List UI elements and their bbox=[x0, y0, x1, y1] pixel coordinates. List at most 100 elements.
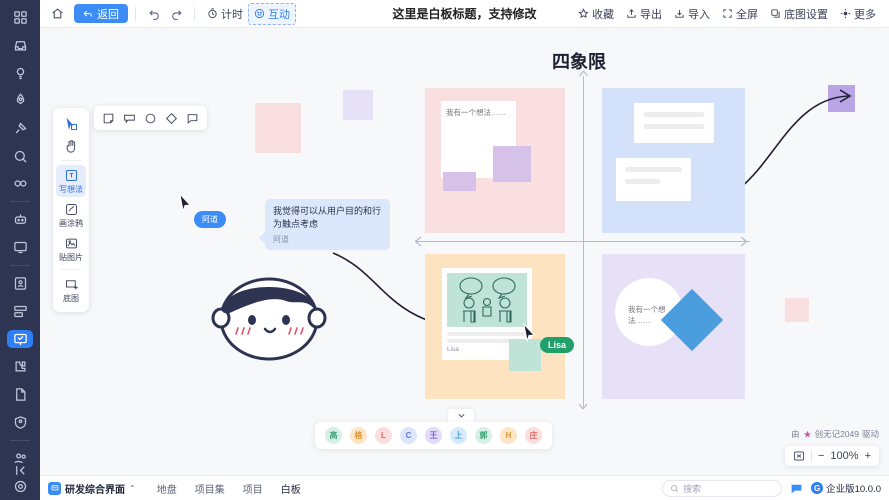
content-card-1[interactable] bbox=[634, 103, 714, 143]
redo-icon[interactable] bbox=[165, 7, 187, 20]
idea-tool[interactable]: 写想法 bbox=[56, 165, 86, 197]
tab-diqu[interactable]: 地盘 bbox=[156, 484, 177, 496]
rail-divider-3 bbox=[10, 439, 30, 441]
image-tool-label: 贴图片 bbox=[59, 253, 83, 262]
fit-screen-icon[interactable] bbox=[793, 450, 805, 462]
pink-square-floating[interactable] bbox=[785, 298, 809, 322]
diamond-icon[interactable] bbox=[165, 112, 178, 125]
axis-arrow-down-icon bbox=[576, 400, 590, 410]
quadrant-bottom-right[interactable]: 我有一个想法…… bbox=[602, 254, 745, 399]
pink-square-1[interactable] bbox=[255, 103, 301, 153]
rail-item-robot-icon[interactable] bbox=[7, 211, 33, 229]
content-card-2[interactable] bbox=[616, 158, 691, 201]
avatar[interactable]: 郭 bbox=[475, 427, 492, 444]
rect-icon[interactable] bbox=[123, 112, 136, 125]
rail-item-team-icon[interactable] bbox=[7, 450, 33, 468]
rail-divider bbox=[10, 201, 30, 203]
placeholder-line bbox=[447, 339, 525, 343]
rail-item-shield-icon[interactable] bbox=[7, 413, 33, 431]
placeholder-line bbox=[644, 112, 704, 117]
face-doodle[interactable] bbox=[208, 271, 330, 363]
purple-block-1[interactable] bbox=[493, 146, 531, 182]
search-input[interactable]: 搜索 bbox=[662, 479, 783, 497]
chat-icon[interactable] bbox=[789, 482, 804, 495]
avatar[interactable]: L bbox=[375, 427, 392, 444]
favorite-label: 收藏 bbox=[592, 8, 614, 21]
rail-item-pin-icon[interactable] bbox=[7, 120, 33, 138]
more-button[interactable]: 更多 bbox=[835, 4, 881, 24]
participants-collapse-toggle[interactable] bbox=[448, 409, 474, 422]
favorite-button[interactable]: 收藏 bbox=[573, 4, 619, 24]
export-button[interactable]: 导出 bbox=[621, 4, 667, 24]
tab-whiteboard[interactable]: 白板 bbox=[280, 484, 301, 496]
chevron-up-icon[interactable]: ⌃ bbox=[129, 483, 136, 493]
idea-tool-label: 写想法 bbox=[59, 185, 83, 194]
author-pill: 阿道 bbox=[194, 211, 226, 228]
app-switcher[interactable]: 研发综合界面 ⌃ bbox=[48, 481, 136, 496]
rail-item-document-icon[interactable] bbox=[7, 386, 33, 404]
rail-item-search-icon[interactable] bbox=[7, 147, 33, 165]
purple-square-1[interactable] bbox=[343, 90, 373, 120]
pointer-cursor-1 bbox=[178, 192, 193, 217]
background-settings-button[interactable]: 底图设置 bbox=[765, 4, 833, 24]
sticky-note-text: 我有一个想法…… bbox=[446, 108, 506, 117]
circle-sticky[interactable]: 我有一个想法…… bbox=[615, 278, 683, 346]
zoom-out-button[interactable]: − bbox=[817, 450, 825, 462]
placeholder-line bbox=[644, 124, 704, 129]
whiteboard-canvas[interactable]: 四象限 我有一个想法…… bbox=[40, 28, 889, 475]
rail-item-list-icon[interactable] bbox=[7, 303, 33, 321]
import-button[interactable]: 导入 bbox=[669, 4, 715, 24]
speech-icon[interactable] bbox=[186, 112, 199, 125]
fullscreen-button[interactable]: 全屏 bbox=[717, 4, 763, 24]
select-tool[interactable] bbox=[56, 114, 86, 134]
hand-tool[interactable] bbox=[56, 136, 86, 156]
rail-item-monitor-icon[interactable] bbox=[7, 239, 33, 257]
rail-item-infinity-icon[interactable] bbox=[7, 175, 33, 193]
powered-suffix: 驱动 bbox=[861, 429, 879, 439]
note-icon[interactable] bbox=[102, 112, 115, 125]
circle-sticky-text: 我有一个想法…… bbox=[628, 305, 666, 325]
rail-item-apps-icon[interactable] bbox=[7, 9, 33, 27]
rail-item-idea-icon[interactable] bbox=[7, 64, 33, 82]
avatar[interactable]: H bbox=[500, 427, 517, 444]
app-rail bbox=[0, 0, 40, 500]
quadrant-top-left[interactable]: 我有一个想法…… bbox=[425, 88, 565, 233]
rail-item-contact-icon[interactable] bbox=[7, 275, 33, 293]
brand-logo: G bbox=[811, 482, 824, 494]
tab-projects-set[interactable]: 项目集 bbox=[194, 484, 225, 496]
star-icon bbox=[578, 8, 589, 19]
interact-button[interactable]: 互动 bbox=[248, 2, 296, 25]
avatar[interactable]: 格 bbox=[350, 427, 367, 444]
timer-button[interactable]: 计时 bbox=[202, 4, 248, 24]
rail-item-whiteboard-icon[interactable] bbox=[7, 330, 33, 349]
teal-square[interactable] bbox=[509, 339, 541, 371]
back-button-label: 返回 bbox=[97, 8, 119, 21]
home-icon[interactable] bbox=[40, 7, 74, 20]
rail-item-settings-icon[interactable] bbox=[7, 477, 33, 495]
quadrant-title: 四象限 bbox=[552, 52, 606, 72]
tab-project[interactable]: 项目 bbox=[242, 484, 263, 496]
avatar[interactable]: C bbox=[400, 427, 417, 444]
circle-icon[interactable] bbox=[144, 112, 157, 125]
people-illustration bbox=[447, 273, 527, 327]
avatar[interactable]: 高 bbox=[325, 427, 342, 444]
rail-item-rocket-icon[interactable] bbox=[7, 92, 33, 110]
rail-item-collapse-icon[interactable] bbox=[7, 457, 33, 483]
avatar[interactable]: 上 bbox=[450, 427, 467, 444]
back-button[interactable]: 返回 bbox=[74, 4, 128, 23]
avatar[interactable]: 庄 bbox=[525, 427, 542, 444]
comment-bubble[interactable]: 我觉得可以从用户目的和行为触点考虑 阿道 bbox=[259, 199, 390, 251]
bottom-bar-right: 搜索 G 企业版10.0.0 bbox=[662, 479, 881, 497]
palette-divider-1 bbox=[61, 160, 81, 161]
background-tool[interactable]: 底图 bbox=[56, 274, 86, 306]
rail-item-inbox-icon[interactable] bbox=[7, 37, 33, 55]
quadrant-top-right[interactable] bbox=[602, 88, 745, 233]
doodle-tool[interactable]: 画涂鸦 bbox=[56, 199, 86, 231]
image-tool[interactable]: 贴图片 bbox=[56, 233, 86, 265]
quadrant-bottom-left[interactable]: Lisa bbox=[425, 254, 565, 399]
purple-block-2[interactable] bbox=[443, 172, 476, 191]
rail-item-puzzle-icon[interactable] bbox=[7, 358, 33, 376]
avatar[interactable]: 王 bbox=[425, 427, 442, 444]
undo-icon[interactable] bbox=[143, 7, 165, 20]
zoom-in-button[interactable]: + bbox=[864, 450, 871, 462]
